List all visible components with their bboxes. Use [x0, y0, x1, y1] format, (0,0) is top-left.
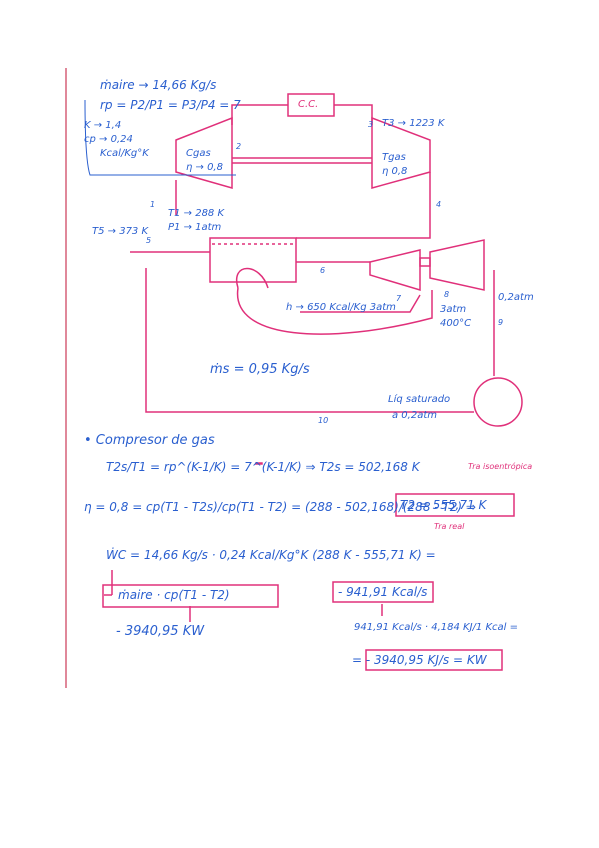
p1-label: P1 → 1atm: [168, 222, 222, 233]
result-kj: = - 3940,95 KJ/s = KW: [352, 653, 487, 667]
result-kw: - 3940,95 KW: [116, 624, 205, 639]
given-m-aire: ṁaire → 14,66 Kg/s: [100, 78, 217, 92]
compressor-eff: η → 0,8: [186, 162, 223, 173]
node-3: 3: [368, 120, 374, 129]
given-cp: cp → 0,24: [84, 134, 133, 145]
compressor-name: Cgas: [186, 148, 211, 159]
section-heading: • Compresor de gas: [84, 433, 215, 448]
given-rp: rp = P2/P1 = P3/P4 = 7: [100, 98, 241, 112]
kj-result-box: [365, 649, 503, 671]
result-kcal: - 941,91 Kcal/s: [338, 585, 428, 599]
h-label: h → 650 Kcal/Kg 3atm: [286, 302, 396, 313]
t2-box: [395, 493, 515, 517]
eq-work: ẆC = 14,66 Kg/s · 0,24 Kcal/Kg°K (288 K…: [106, 548, 436, 562]
t2-note: Tra real: [434, 522, 465, 531]
t2-result: T2 = 555,71 K: [400, 498, 487, 512]
steam-turbine-shape: [369, 249, 421, 292]
node-10: 10: [318, 416, 329, 425]
t1-label: T1 → 288 K: [168, 208, 225, 219]
node-9: 9: [498, 318, 504, 327]
gas-compressor-shape: [175, 116, 233, 189]
turbine-eff: η 0,8: [382, 166, 408, 177]
liq-label-1: Líq saturado: [388, 394, 451, 405]
p8-label: 3atm: [440, 304, 467, 315]
heat-recovery-box: [209, 237, 297, 283]
eq-isentropic: T2s/T1 = rp^(K-1/K) = 7^(K-1/K) ⇒ T2s = …: [106, 460, 420, 474]
node-7: 7: [396, 294, 402, 303]
given-k: K → 1,4: [84, 120, 122, 131]
eq-efficiency: η = 0,8 = cp(T1 - T2s)/cp(T1 - T2) = (28…: [84, 500, 476, 514]
condenser-circle: [473, 377, 523, 427]
t8-label: 400°C: [440, 318, 472, 329]
eq-isentropic-note: Tra isoentrópica: [468, 462, 533, 471]
node-1: 1: [150, 200, 156, 209]
node-4: 4: [436, 200, 442, 209]
node-6: 6: [320, 266, 326, 275]
turbine-name: Tgas: [382, 152, 406, 163]
page-margin-line: [65, 68, 67, 688]
p9-label: 0,2atm: [498, 292, 534, 303]
ms-label: ṁs = 0,95 Kg/s: [210, 362, 310, 377]
eq-work-formula: ṁaire · cp(T1 - T2): [118, 588, 230, 602]
t3-label: T3 → 1223 K: [382, 118, 445, 129]
kcal-result-box: [332, 581, 434, 603]
given-cp-unit: Kcal/Kg°K: [100, 148, 149, 159]
t5-label: T5 → 373 K: [92, 226, 149, 237]
steam-turbine-2-shape: [429, 239, 485, 291]
given-bracket: [84, 99, 236, 176]
conversion: 941,91 Kcal/s · 4,184 KJ/1 Kcal =: [354, 622, 518, 633]
liq-label-2: a 0,2atm: [392, 410, 437, 421]
node-5: 5: [146, 236, 152, 245]
node-8: 8: [444, 290, 450, 299]
node-2: 2: [236, 142, 242, 151]
cc-label: C.C.: [298, 99, 319, 110]
